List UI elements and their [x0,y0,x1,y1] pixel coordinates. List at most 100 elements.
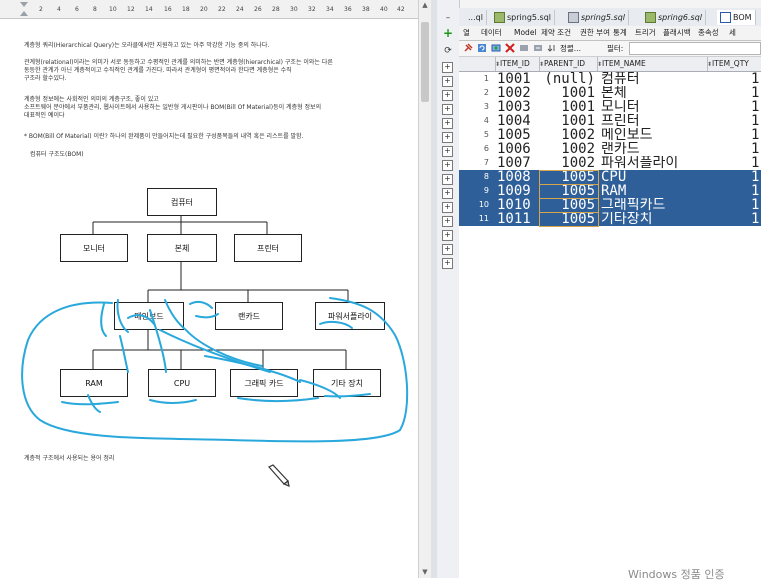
item-id-cell[interactable]: 1007 [497,156,531,170]
tab-ql[interactable]: ...ql [465,10,487,25]
tree-expand-icon[interactable]: + [442,216,453,227]
item-qty-cell[interactable]: 1 [751,86,760,100]
tree-expand-icon[interactable]: + [442,90,453,101]
column-header-parent-id[interactable]: ⬍PARENT_ID [539,57,598,71]
tree-expand-icon[interactable]: + [442,188,453,199]
parent-id-cell[interactable]: 1001 [561,100,595,114]
column-header-item-name[interactable]: ⬍ITEM_NAME [597,57,708,71]
item-name-cell[interactable]: 본체 [601,86,627,100]
sort-icon[interactable] [547,43,557,53]
subtab-columns[interactable]: 열 [463,28,470,37]
commit-icon[interactable] [519,43,529,53]
tree-expand-icon[interactable]: + [442,62,453,73]
tree-expand-icon[interactable]: + [442,76,453,87]
subtab-flashback[interactable]: 플래시백 [663,28,691,37]
item-id-cell[interactable]: 1008 [497,170,531,184]
column-header-item-id[interactable]: ⬍ITEM_ID [495,57,540,71]
document-scrollbar[interactable]: ▲ ▼ [418,0,432,578]
item-qty-cell[interactable]: 1 [751,128,760,142]
item-qty-cell[interactable]: 1 [751,114,760,128]
item-name-cell[interactable]: 메인보드 [601,128,653,142]
add-connection-icon[interactable]: + [442,26,454,40]
parent-id-cell[interactable]: 1005 [561,170,595,184]
subtab-data[interactable]: 데이터 [481,28,502,37]
parent-id-cell[interactable]: 1002 [561,142,595,156]
tree-expand-icon[interactable]: + [442,104,453,115]
column-header-item-qty[interactable]: ⬍ITEM_QTY [707,57,761,71]
subtab-statistics[interactable]: 통계 [613,28,627,37]
parent-id-cell[interactable]: 1001 [561,86,595,100]
item-id-cell[interactable]: 1004 [497,114,531,128]
item-qty-cell[interactable]: 1 [751,142,760,156]
item-id-cell[interactable]: 1010 [497,198,531,212]
scroll-up-arrow-icon[interactable]: ▲ [422,1,428,9]
item-qty-cell[interactable]: 1 [751,212,760,226]
parent-id-cell[interactable]: 1005 [561,184,595,198]
parent-id-cell[interactable]: 1002 [561,156,595,170]
tree-expand-icon[interactable]: + [442,160,453,171]
item-name-cell[interactable]: 랜카드 [601,142,640,156]
tree-expand-icon[interactable]: + [442,132,453,143]
item-qty-cell[interactable]: 1 [751,156,760,170]
delete-row-icon[interactable] [505,43,515,53]
tree-expand-icon[interactable]: + [442,174,453,185]
item-id-cell[interactable]: 1001 [497,72,531,86]
tab-spring5-sql-a[interactable]: spring5.sql [491,10,556,25]
indent-marker-icon[interactable] [20,2,28,16]
item-qty-cell[interactable]: 1 [751,198,760,212]
subtab-triggers[interactable]: 트리거 [635,28,656,37]
item-id-cell[interactable]: 1002 [497,86,531,100]
pane-splitter[interactable] [431,0,437,578]
subtab-model[interactable]: Model [514,28,537,37]
rollback-icon[interactable] [533,43,543,53]
item-name-cell[interactable]: 기타장치 [601,212,653,226]
item-qty-cell[interactable]: 1 [751,100,760,114]
item-id-cell[interactable]: 1006 [497,142,531,156]
filter-input[interactable] [629,42,761,55]
subtab-grants[interactable]: 권한 부여 [580,28,610,37]
item-id-cell[interactable]: 1009 [497,184,531,198]
parent-id-cell[interactable]: 1002 [561,128,595,142]
insert-row-icon[interactable] [491,43,501,53]
tree-expand-icon[interactable]: + [442,202,453,213]
item-qty-cell[interactable]: 1 [751,72,760,86]
item-id-cell[interactable]: 1005 [497,128,531,142]
collapse-icon[interactable]: – [445,13,451,23]
scroll-down-arrow-icon[interactable]: ▼ [422,568,428,576]
tree-expand-icon[interactable]: + [442,230,453,241]
item-id-cell[interactable]: 1011 [497,212,531,226]
tree-expand-icon[interactable]: + [442,244,453,255]
parent-id-cell[interactable]: (null) [544,72,595,86]
subtab-dependencies[interactable]: 종속성 [698,28,719,37]
refresh-icon[interactable]: ⟳ [444,46,452,56]
item-qty-cell[interactable]: 1 [751,184,760,198]
parent-id-cell[interactable]: 1001 [561,114,595,128]
tab-bom-table[interactable]: BOM [717,10,756,25]
item-id-cell[interactable]: 1003 [497,100,531,114]
pin-icon[interactable] [463,43,473,53]
tree-expand-icon[interactable]: + [442,258,453,269]
item-name-cell[interactable]: 모니터 [601,100,640,114]
item-name-cell[interactable]: 그래픽카드 [601,198,666,212]
parent-id-cell[interactable]: 1005 [561,212,595,226]
tree-expand-icon[interactable]: + [442,118,453,129]
tab-spring6-sql[interactable]: spring6.sql [642,10,707,25]
scroll-thumb[interactable] [421,22,429,102]
subtab-more[interactable]: 세 [729,28,736,37]
tree-expand-icon[interactable]: + [442,146,453,157]
sort-label[interactable]: 정렬... [560,44,581,53]
item-name-cell[interactable]: 파워서플라이 [601,156,679,170]
item-name-cell[interactable]: CPU [601,170,627,184]
item-qty-cell[interactable]: 1 [751,170,760,184]
item-name-cell[interactable]: RAM [601,184,627,198]
